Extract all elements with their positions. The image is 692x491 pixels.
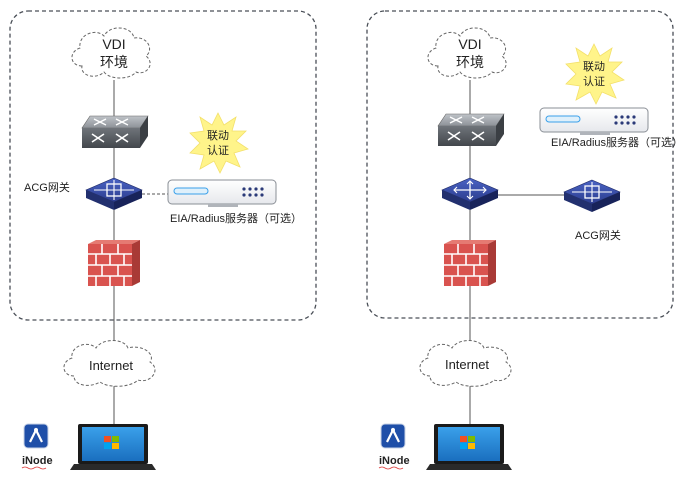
right-internet-cloud: Internet (419, 340, 512, 387)
right-server-label: EIA/Radius服务器（可选） (551, 136, 683, 149)
left-cloud-line2: 环境 (100, 54, 128, 70)
left-firewall-icon (88, 240, 140, 286)
right-acg-label: ACG网关 (575, 228, 621, 242)
right-acg-router-icon (563, 179, 621, 212)
left-inode-logo: iNode (21, 423, 53, 470)
left-acg-router-icon (85, 177, 143, 210)
left-server-label: EIA/Radius服务器（可选） (170, 212, 302, 225)
right-server-icon (539, 107, 649, 135)
left-boundary (9, 10, 317, 321)
right-linkage-burst: 联动 认证 (565, 43, 625, 105)
right-vdi-cloud: VDI 环境 (427, 27, 507, 79)
left-internet-label: Internet (89, 358, 133, 373)
right-switch-icon (437, 113, 505, 146)
right-cloud-line1: VDI (458, 36, 481, 52)
left-acg-label: ACG网关 (24, 180, 70, 194)
left-cloud-line1: VDI (102, 36, 125, 52)
right-firewall-icon (444, 240, 496, 286)
left-inode-label: iNode (22, 455, 53, 467)
right-boundary (366, 10, 674, 319)
left-burst-line1: 联动 (207, 129, 229, 142)
left-vdi-cloud: VDI 环境 (71, 27, 151, 79)
right-core-router-icon (441, 177, 499, 210)
right-inode-logo: iNode (378, 423, 410, 470)
left-burst-line2: 认证 (207, 144, 229, 157)
right-laptop-icon (426, 424, 512, 470)
right-burst-line2: 认证 (583, 75, 605, 88)
left-internet-cloud: Internet (63, 340, 156, 387)
right-inode-label: iNode (379, 455, 410, 467)
left-server-icon (167, 179, 277, 207)
left-topology: VDI 环境 ACG网关 (9, 10, 317, 470)
left-switch-icon (81, 115, 149, 148)
right-topology: VDI 环境 ACG网关 (366, 10, 683, 470)
left-linkage-burst: 联动 认证 (189, 112, 249, 174)
right-burst-line1: 联动 (583, 60, 605, 73)
left-laptop-icon (70, 424, 156, 470)
right-cloud-line2: 环境 (456, 54, 484, 70)
right-internet-label: Internet (445, 357, 489, 372)
